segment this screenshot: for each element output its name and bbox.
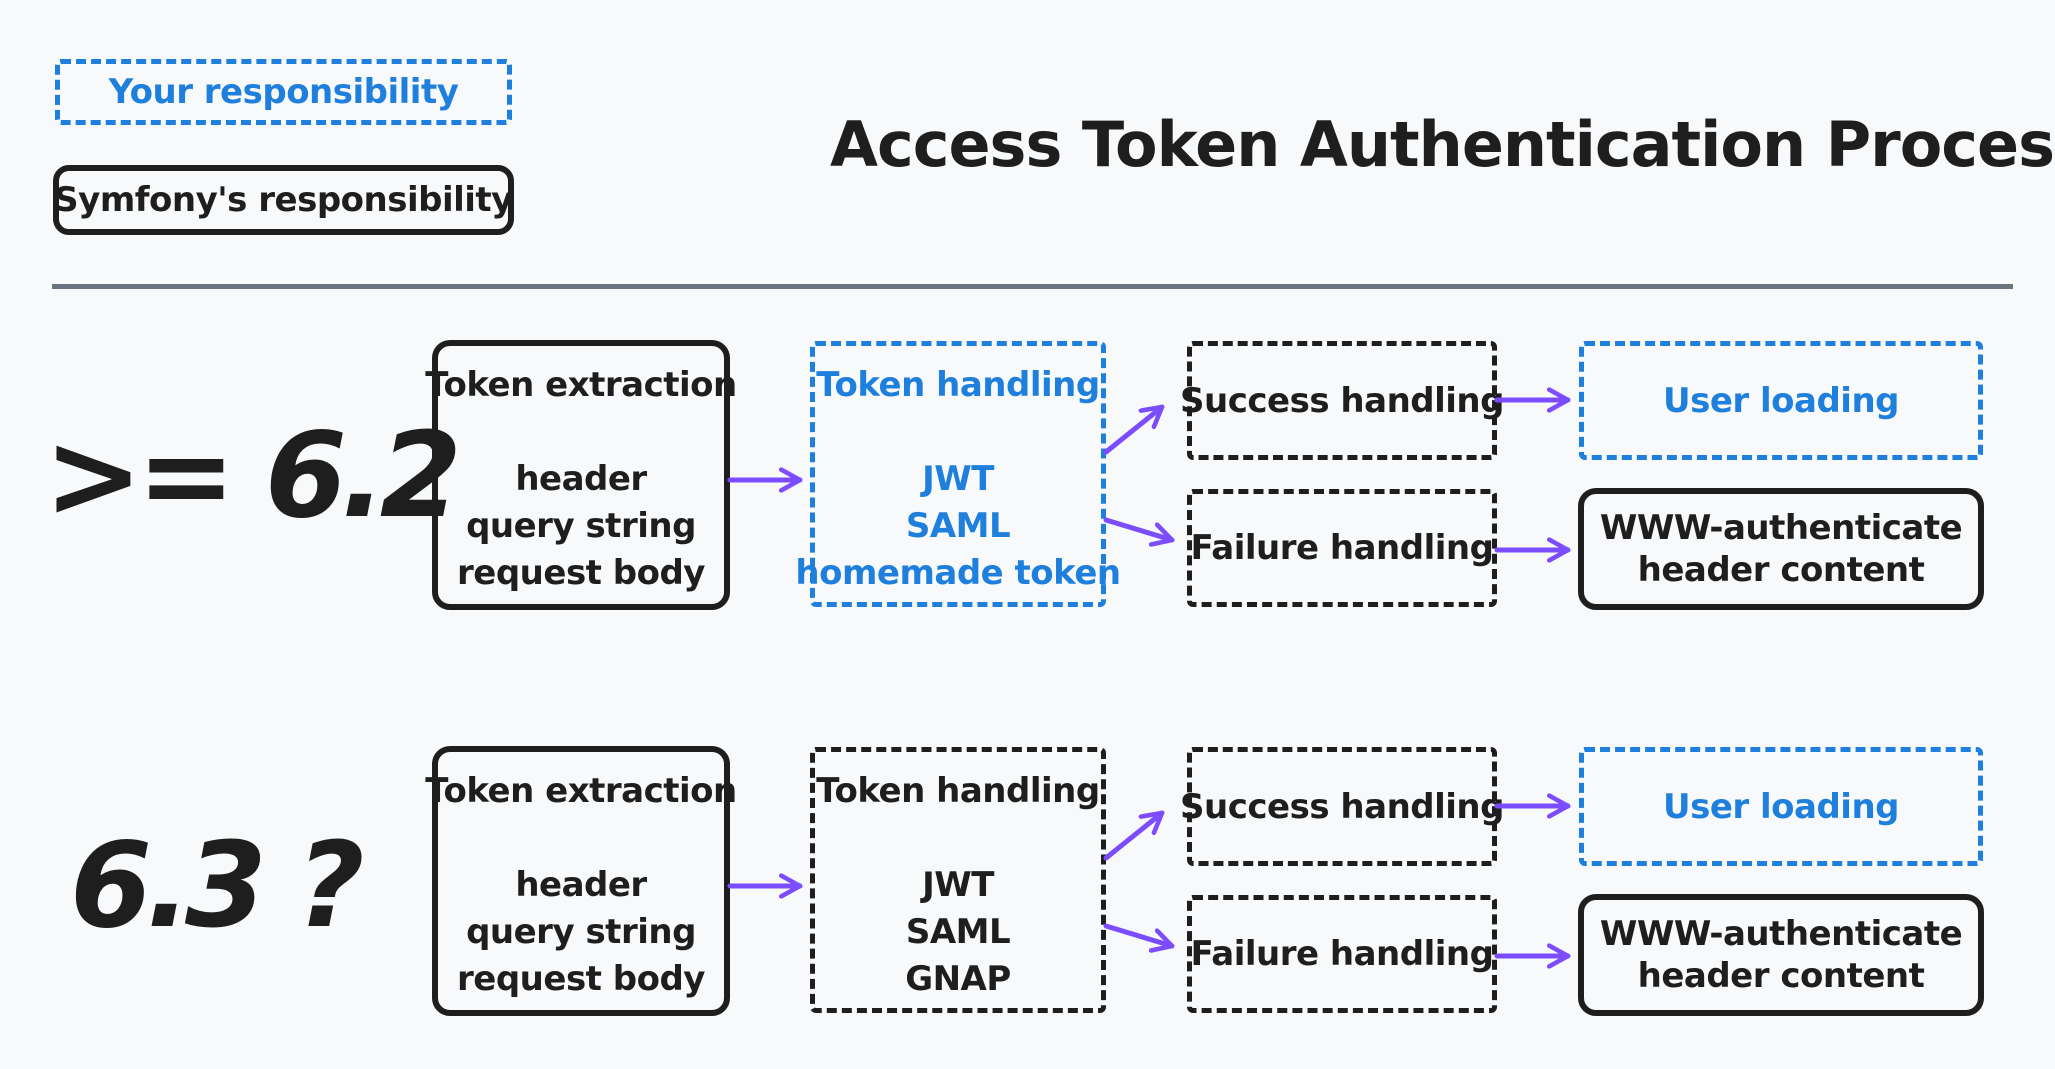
handling-item-homemade-token-row-1: homemade token [795,553,1121,593]
www-authenticate-line-2-row-2: header content [1637,956,1925,996]
success-handling-label-row-2: Success handling [1180,786,1504,827]
handling-item-saml-row-1: SAML [905,506,1011,546]
token-handling-title-row-2: Token handling [816,771,1100,811]
legend-symfony-responsibility: Symfony's responsibility [53,165,514,235]
user-loading-box-row-2: User loading [1579,747,1983,866]
section-divider [52,284,2013,289]
token-handling-title-row-1: Token handling [816,365,1100,405]
token-extraction-title-row-2: Token extraction [425,771,737,811]
user-loading-label-row-2: User loading [1662,786,1900,827]
token-handling-items-row-1: JWT SAML homemade token [795,456,1121,597]
legend-symfony-responsibility-label: Symfony's responsibility [54,180,513,220]
www-authenticate-line-2-row-1: header content [1637,550,1925,590]
handling-item-jwt-row-2: JWT [922,865,994,905]
legend-your-responsibility-label: Your responsibility [108,72,459,112]
user-loading-label-row-1: User loading [1662,380,1900,421]
success-handling-box-row-2: Success handling [1180,747,1504,866]
page-title: Access Token Authentication Process [830,108,2055,181]
version-label-row-1: >= 6.2 [44,406,462,544]
token-extraction-box-row-1: Token extraction header query string req… [425,340,737,610]
www-authenticate-box-row-1: WWW-authenticate header content [1578,488,1984,610]
extraction-item-request-body-row-2: request body [457,959,705,999]
handling-item-gnap-row-2: GNAP [905,959,1011,999]
token-extraction-box-row-2: Token extraction header query string req… [425,746,737,1016]
www-authenticate-box-row-2: WWW-authenticate header content [1578,894,1984,1016]
www-authenticate-line-1-row-2: WWW-authenticate [1599,914,1963,954]
www-authenticate-line-1-row-1: WWW-authenticate [1599,508,1963,548]
extraction-item-header-row-2: header [515,865,647,905]
failure-handling-label-row-2: Failure handling [1190,934,1494,974]
token-extraction-items-row-2: header query string request body [457,862,705,1003]
user-loading-box-row-1: User loading [1579,341,1983,460]
token-extraction-title-row-1: Token extraction [425,365,737,405]
handling-item-saml-row-2: SAML [905,912,1011,952]
success-handling-box-row-1: Success handling [1180,341,1504,460]
extraction-item-header-row-1: header [515,459,647,499]
legend-your-responsibility: Your responsibility [55,59,512,125]
handling-item-jwt-row-1: JWT [922,459,994,499]
failure-handling-label-row-1: Failure handling [1190,528,1494,568]
token-extraction-items-row-1: header query string request body [457,456,705,597]
failure-handling-box-row-1: Failure handling [1187,489,1497,607]
version-label-row-2: 6.3 ? [70,816,365,954]
failure-handling-box-row-2: Failure handling [1187,895,1497,1013]
extraction-item-request-body-row-1: request body [457,553,705,593]
extraction-item-query-string-row-2: query string [466,912,696,952]
success-handling-label-row-1: Success handling [1180,380,1504,421]
token-handling-box-row-2: Token handling JWT SAML GNAP [810,747,1106,1013]
token-handling-items-row-2: JWT SAML GNAP [905,862,1011,1003]
token-handling-box-row-1: Token handling JWT SAML homemade token [795,341,1121,607]
extraction-item-query-string-row-1: query string [466,506,696,546]
